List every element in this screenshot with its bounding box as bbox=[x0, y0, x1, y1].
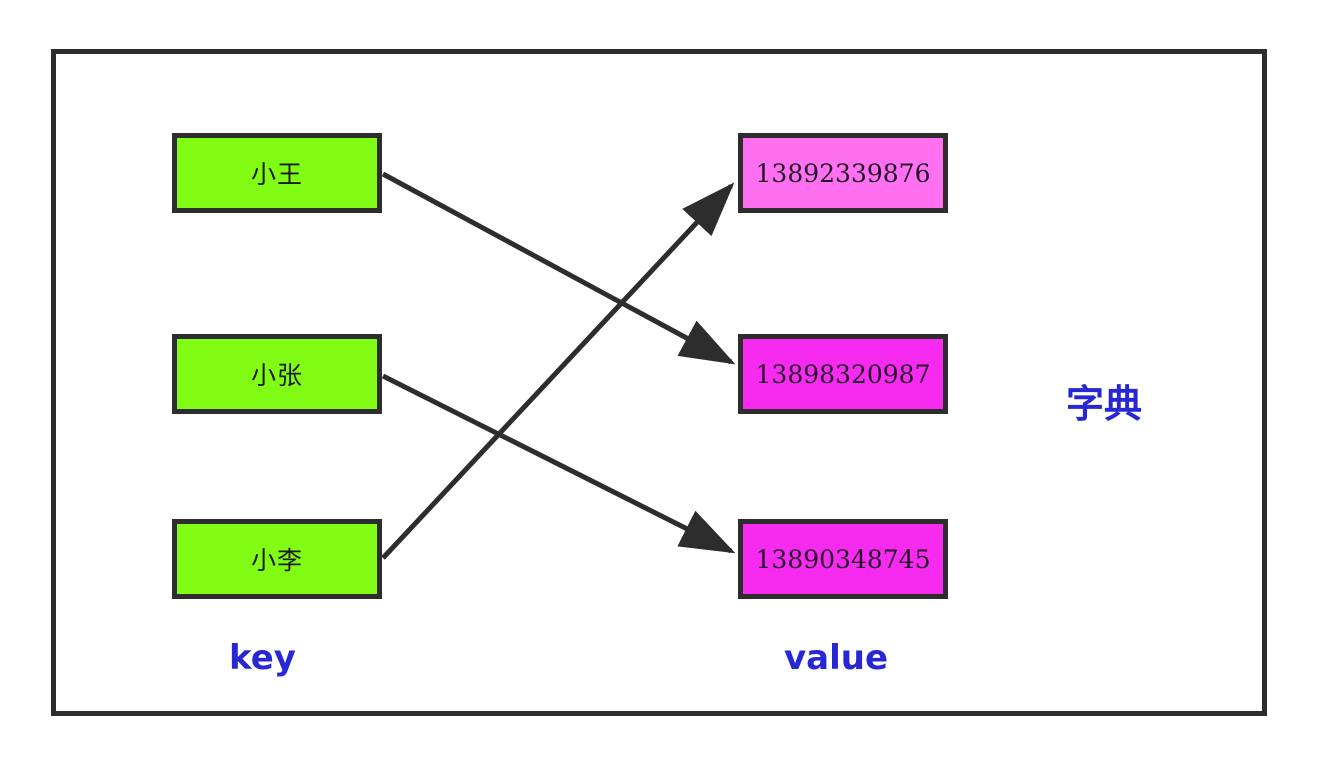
key-column-caption: key bbox=[229, 638, 296, 678]
value-box-label: 13898320987 bbox=[755, 359, 931, 389]
key-box-label: 小王 bbox=[250, 160, 303, 189]
value-box-phone-2[interactable]: 13898320987 bbox=[738, 334, 948, 414]
key-box-xiaozhang[interactable]: 小张 bbox=[172, 334, 382, 414]
dictionary-title-label: 字典 bbox=[1066, 382, 1143, 426]
value-box-phone-3[interactable]: 13890348745 bbox=[738, 519, 948, 599]
key-box-label: 小张 bbox=[250, 361, 303, 390]
key-box-xiaoli[interactable]: 小李 bbox=[172, 519, 382, 599]
value-box-phone-1[interactable]: 13892339876 bbox=[738, 133, 948, 213]
value-column-caption: value bbox=[784, 638, 889, 678]
value-box-label: 13890348745 bbox=[755, 544, 931, 574]
key-box-label: 小李 bbox=[250, 546, 303, 575]
key-box-xiaowang[interactable]: 小王 bbox=[172, 133, 382, 213]
value-box-label: 13892339876 bbox=[755, 158, 931, 188]
